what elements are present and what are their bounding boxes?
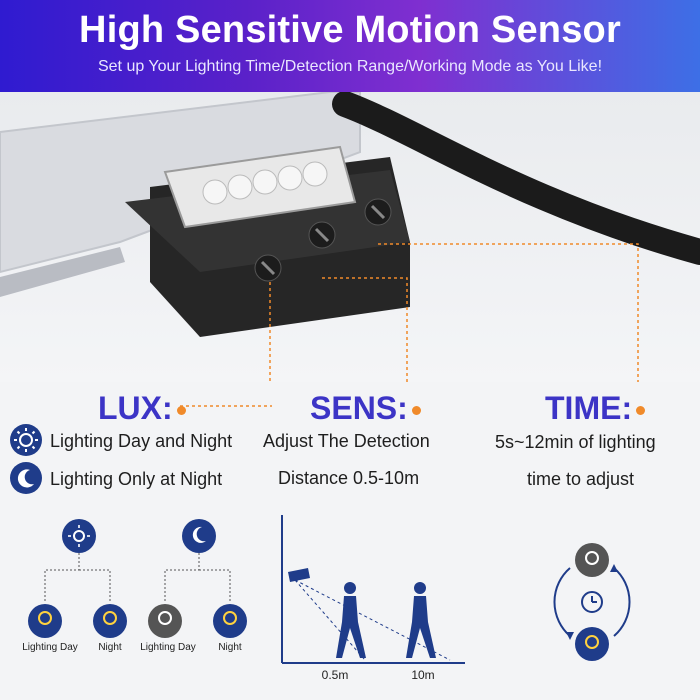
sens-label-text: SENS:: [310, 390, 408, 426]
moon-icon: [10, 462, 42, 494]
sens-label: SENS:: [310, 390, 421, 427]
walking-person-far-icon: [406, 582, 436, 658]
page-title: High Sensitive Motion Sensor: [79, 9, 621, 51]
lux-option-night: Lighting Only at Night: [50, 469, 223, 489]
day-mode-left-label: Lighting Day: [22, 642, 78, 653]
light-off-icon: [575, 543, 609, 577]
header-banner: High Sensitive Motion Sensor Set up Your…: [0, 0, 700, 92]
lux-option-day-night: Lighting Day and Night: [50, 431, 233, 451]
distance-near-label: 0.5m: [321, 668, 349, 682]
night-mode-left-label: Lighting Day: [140, 642, 196, 653]
detection-range-diagram: [281, 515, 465, 664]
night-mode-right-label: Night: [218, 642, 242, 653]
light-on-icon: [575, 627, 609, 661]
day-mode-right-label: Night: [98, 642, 122, 653]
lux-mode-diagram: [28, 519, 247, 638]
lux-connector: [180, 405, 272, 407]
walking-person-near-icon: [336, 582, 366, 658]
sens-description-line1: Adjust The Detection: [263, 431, 430, 451]
lux-label-text: LUX:: [98, 390, 173, 426]
night-mode-tree: [148, 519, 247, 638]
sun-icon: [10, 424, 42, 456]
clock-icon: [581, 591, 603, 613]
time-cycle-diagram: [553, 543, 631, 661]
time-description-line2: time to adjust: [527, 469, 635, 489]
product-photo: [0, 92, 700, 382]
time-pointer-dot: [636, 406, 646, 416]
sensor-illustration: [0, 92, 700, 382]
time-description-line1: 5s~12min of lighting: [495, 432, 656, 452]
lux-label: LUX:: [98, 390, 186, 427]
time-label-text: TIME:: [545, 390, 633, 426]
time-label: TIME:: [545, 390, 646, 427]
day-mode-tree: [28, 519, 127, 638]
distance-far-label: 10m: [411, 668, 435, 682]
lux-pointer-dot: [176, 406, 186, 416]
sens-description-line2: Distance 0.5-10m: [278, 468, 420, 488]
sens-pointer-dot: [411, 406, 421, 416]
page-subtitle: Set up Your Lighting Time/Detection Rang…: [97, 58, 603, 75]
